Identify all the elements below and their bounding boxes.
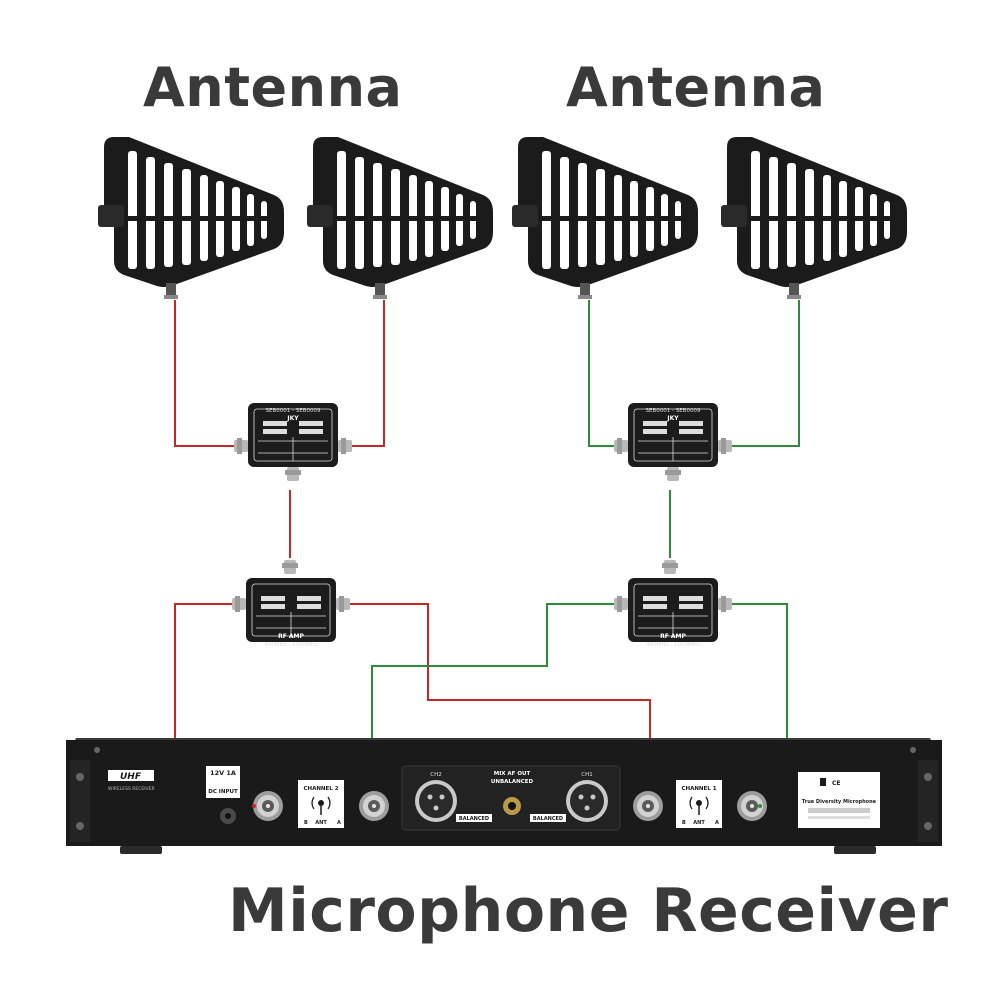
rf-amp-left: RF AMP 400MHz - 1000MHz [232,560,350,648]
antenna-signal-icon-ch2 [311,796,331,815]
antenna-2 [307,137,493,299]
antenna-3 [512,137,698,299]
true-diversity-label: True Diversity Microphone [802,799,877,805]
unbalanced-label: UNBALANCED [491,779,534,785]
red-cables [174,300,651,807]
splitter-left: SEB0001 - SEB0009 JKY [234,402,352,481]
splitter-right: SEB0001 - SEB0009 JKY [614,402,732,481]
antenna-1 [98,137,284,299]
microphone-receiver: UHF WIRELESS RECEIVER 12V 1A DC INPUT CH… [66,738,942,854]
ch2-audio-label: CH2 [430,772,441,778]
antenna-left-label: Antenna [143,56,403,119]
green-cables [371,300,800,807]
splitter-left-brand: JKY [286,415,299,422]
power-rating: 12V 1A [210,769,236,777]
rf-amp-left-title: RF AMP [278,633,304,640]
ce-mark-icon: CE [832,780,841,787]
channel2-label: CHANNEL 2 [303,786,338,792]
ch1-audio-label: CH1 [581,772,592,778]
ch1-ant-a-jack [737,791,767,821]
splitter-right-model: SEB0001 - SEB0009 [646,408,701,414]
ch2-xlr-output [415,780,457,822]
ch2-a-label: A [337,820,341,826]
ch1-ant-label: ANT [693,820,705,826]
rf-amp-right-range: 400MHz - 1000MHz [646,642,700,648]
receiver-label: Microphone Receiver [228,876,949,946]
antenna-signal-icon-ch1 [689,796,709,815]
ch1-xlr-output [566,780,608,822]
ch1-ant-b-jack [633,791,663,821]
ch2-b-label: B [304,820,308,826]
splitter-right-brand: JKY [666,415,679,422]
ch1-b-label: B [682,820,686,826]
ch1-a-label: A [715,820,719,826]
mix-out-label: MIX AF OUT [494,771,531,777]
power-label-box [206,766,240,798]
uhf-logo [108,770,154,781]
antenna-4 [721,137,907,299]
dc-input-label: DC INPUT [208,789,238,795]
ch2-ant-b-jack [253,791,283,821]
rf-amp-right-title: RF AMP [660,633,686,640]
logo-subtext: WIRELESS RECEIVER [108,786,155,792]
splitter-left-model: SEB0001 - SEB0009 [266,408,321,414]
antenna-right-label: Antenna [566,56,826,119]
ch2-ant-a-jack [359,791,389,821]
channel1-label: CHANNEL 1 [681,786,716,792]
ch2-ant-label: ANT [315,820,327,826]
rf-amp-left-range: 400MHz - 1000MHz [264,642,318,648]
recycle-bin-icon [820,778,826,786]
balanced-label-left: BALANCED [459,816,489,822]
rf-amp-right: RF AMP 400MHz - 1000MHz [614,560,732,648]
balanced-label-right: BALANCED [533,816,563,822]
logo-text: UHF [120,772,142,782]
